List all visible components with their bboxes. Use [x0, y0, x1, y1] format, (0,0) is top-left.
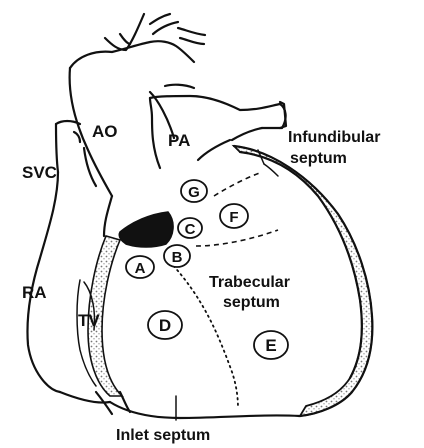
infundibular-septum-label-line1: Infundibular: [288, 129, 380, 146]
membranous-septum: [119, 212, 173, 247]
region-a-label: A: [135, 260, 146, 277]
region-e-label: E: [265, 336, 276, 355]
ra-label: RA: [22, 283, 47, 302]
region-circles: [126, 180, 288, 359]
region-g-label: G: [188, 184, 200, 201]
pa-label: PA: [168, 131, 190, 150]
region-c-label: C: [185, 221, 196, 238]
region-f-label: F: [229, 209, 238, 226]
ao-label: AO: [92, 122, 118, 141]
inlet-septum-label: Inlet septum: [116, 427, 210, 444]
superior-vena-cava: [28, 121, 97, 392]
trabecular-septum-label-line2: septum: [223, 294, 280, 311]
infundibular-septum-label-line2: septum: [290, 150, 347, 167]
structure-labels: AO PA SVC RA TV Infundibular septum Trab…: [22, 122, 380, 444]
region-d-label: D: [159, 316, 171, 335]
tv-label: TV: [78, 311, 100, 330]
trabecular-septum-label-line1: Trabecular: [209, 274, 290, 291]
region-b-label: B: [172, 249, 183, 266]
aorta: [70, 41, 194, 196]
aortic-branches: [105, 14, 205, 50]
svc-label: SVC: [22, 163, 57, 182]
